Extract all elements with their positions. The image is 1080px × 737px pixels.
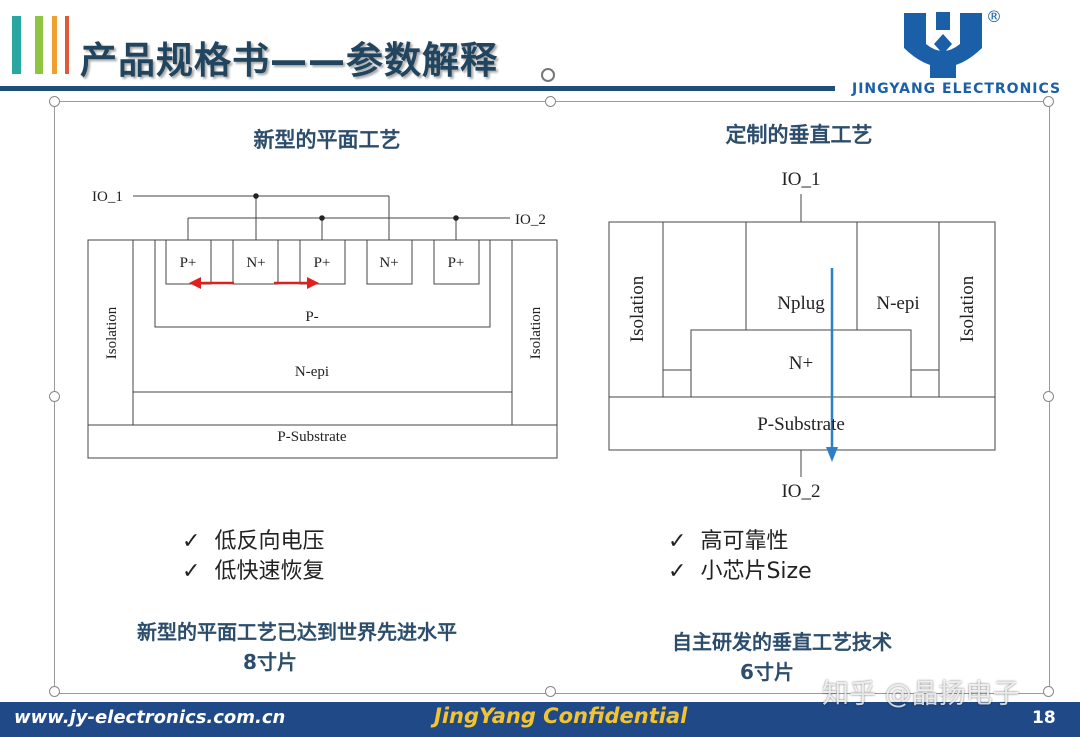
resize-handle-br[interactable]	[1043, 686, 1054, 697]
resize-handle-bl[interactable]	[49, 686, 60, 697]
accent-bar-3	[52, 16, 57, 74]
watermark: 知乎 @晶扬电子	[822, 679, 1020, 710]
left-bullet-2-text: 低快速恢复	[214, 559, 325, 584]
right-bullet-2-text: 小芯片Size	[700, 559, 812, 584]
jingyang-logo-icon	[904, 12, 982, 78]
footer-url[interactable]: www.jy-electronics.com.cn	[14, 707, 286, 728]
accent-bar-2	[35, 16, 43, 74]
right-nplug-label: Nplug	[777, 293, 825, 314]
left-heading: 新型的平面工艺	[253, 128, 401, 152]
right-bullet-1-text: 高可靠性	[700, 529, 789, 554]
left-isolation-left-label: Isolation	[104, 306, 120, 359]
right-n-plus-label: N+	[789, 353, 813, 374]
right-isolation-left	[608, 221, 664, 398]
right-heading: 定制的垂直工艺	[725, 123, 873, 147]
left-p-plus-3-label: P+	[448, 255, 465, 271]
resize-handle-bc[interactable]	[545, 686, 556, 697]
right-n-epi-label: N-epi	[876, 293, 919, 314]
left-n-epi-label: N-epi	[295, 364, 329, 380]
right-isolation-left-label: Isolation	[627, 275, 648, 342]
right-bullet-2: ✓ 小芯片Size	[668, 553, 812, 585]
resize-handle-tr[interactable]	[1043, 96, 1054, 107]
left-isolation-left	[87, 239, 134, 426]
left-isolation-right-label: Isolation	[528, 306, 544, 359]
left-p-substrate-label: P-Substrate	[277, 429, 347, 445]
page-title: 产品规格书——参数解释	[80, 39, 498, 82]
resize-handle-tl[interactable]	[49, 96, 60, 107]
left-note-line1: 新型的平面工艺已达到世界先进水平	[137, 620, 457, 644]
registered-mark: ®	[986, 7, 1002, 26]
right-p-substrate-label: P-Substrate	[757, 414, 845, 435]
right-bullet-1: ✓ 高可靠性	[668, 523, 788, 555]
left-bullet-1-text: 低反向电压	[214, 529, 325, 554]
check-icon: ✓	[668, 529, 687, 554]
resize-handle-mr[interactable]	[1043, 391, 1054, 402]
right-io1-label: IO_1	[781, 169, 820, 190]
left-n-plus-2-label: N+	[379, 255, 398, 271]
left-io2-label: IO_2	[515, 212, 546, 228]
footer-bar	[0, 702, 1080, 737]
right-note-line2: 6寸片	[740, 660, 794, 684]
check-icon: ✓	[182, 559, 201, 584]
right-n-plus-region	[690, 329, 912, 398]
right-note-line1: 自主研发的垂直工艺技术	[672, 630, 892, 654]
left-p-plus-2-label: P+	[314, 255, 331, 271]
resize-handle-ml[interactable]	[49, 391, 60, 402]
left-bullet-2: ✓ 低快速恢复	[182, 553, 324, 585]
footer-confidential: JingYang Confidential	[434, 704, 688, 728]
left-n-plus-1-label: N+	[246, 255, 265, 271]
right-io2-label: IO_2	[781, 481, 820, 502]
accent-bar-1	[12, 16, 21, 74]
left-p-plus-1-label: P+	[180, 255, 197, 271]
left-p-minus-label: P-	[305, 309, 318, 325]
resize-handle-tc[interactable]	[545, 96, 556, 107]
left-bullet-1: ✓ 低反向电压	[182, 523, 324, 555]
brand-name: JINGYANG ELECTRONICS	[852, 81, 1062, 97]
left-io1-label: IO_1	[92, 189, 123, 205]
right-isolation-right-label: Isolation	[957, 275, 978, 342]
accent-bar-4	[65, 16, 69, 74]
right-isolation-right	[938, 221, 996, 398]
left-isolation-right	[511, 239, 558, 426]
check-icon: ✓	[668, 559, 687, 584]
title-underline	[0, 86, 835, 91]
left-note-line2: 8寸片	[243, 650, 297, 674]
page-number: 18	[1032, 708, 1056, 728]
rotate-handle-icon[interactable]	[541, 68, 555, 82]
check-icon: ✓	[182, 529, 201, 554]
